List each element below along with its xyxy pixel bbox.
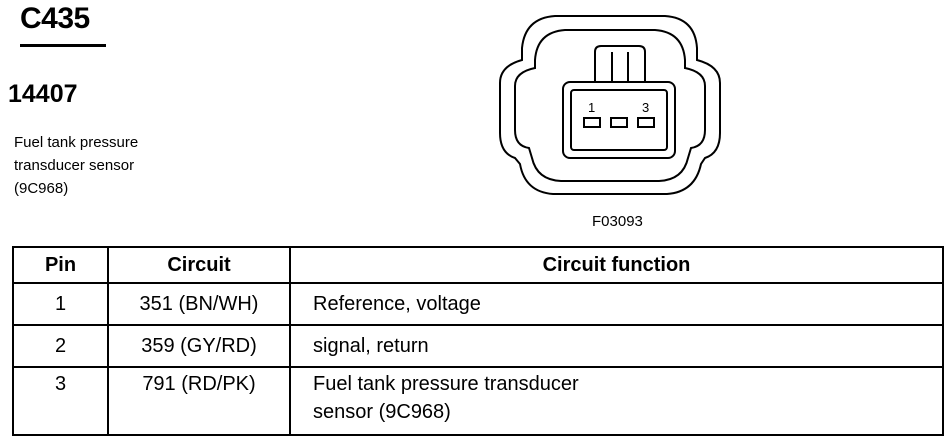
function-line: sensor (9C968) — [313, 401, 451, 423]
connector-id: C435 — [20, 2, 90, 35]
circuit-cell: 351 (BN/WH) — [107, 282, 291, 326]
part-number: 14407 — [8, 80, 78, 108]
component-description-line: (9C968) — [14, 180, 69, 197]
column-header-pin: Pin — [12, 246, 109, 284]
terminal-cavity-outer — [562, 81, 676, 159]
pin-cell: 2 — [12, 324, 109, 368]
table-header-row: Pin Circuit Circuit function — [12, 246, 944, 284]
circuit-cell: 791 (RD/PK) — [107, 366, 291, 436]
pin-cell: 1 — [12, 282, 109, 326]
connector-outer-shell — [499, 15, 721, 195]
component-description-line: Fuel tank pressure — [14, 134, 139, 151]
column-header-circuit: Circuit — [107, 246, 291, 284]
column-header-function: Circuit function — [289, 246, 944, 284]
table-row: 3 791 (RD/PK) Fuel tank pressure transdu… — [12, 366, 944, 436]
pin-cell: 3 — [12, 366, 109, 436]
function-line: signal, return — [313, 335, 429, 357]
locking-tab — [594, 45, 646, 82]
connector-id-underline — [20, 44, 106, 47]
pin-1-terminal — [583, 117, 601, 128]
pin-3-label: 3 — [642, 100, 649, 115]
pin-3-terminal — [637, 117, 655, 128]
table-row: 2 359 (GY/RD) signal, return — [12, 324, 944, 368]
function-cell: Reference, voltage — [289, 282, 944, 326]
pin-table: Pin Circuit Circuit function 1 351 (BN/W… — [12, 246, 944, 436]
circuit-cell: 359 (GY/RD) — [107, 324, 291, 368]
pin-1-label: 1 — [588, 100, 595, 115]
pin-2-terminal — [610, 117, 628, 128]
function-cell: Fuel tank pressure transducer sensor (9C… — [289, 366, 944, 436]
function-line: Fuel tank pressure transducer — [313, 373, 579, 395]
connector-inner-shell — [514, 29, 706, 182]
terminal-cavity-inner — [570, 89, 668, 151]
function-cell: signal, return — [289, 324, 944, 368]
connector-face-drawing: 1 3 — [499, 15, 721, 195]
figure-id: F03093 — [592, 213, 643, 230]
function-line: Reference, voltage — [313, 293, 481, 315]
component-description: Fuel tank pressure transducer sensor (9C… — [14, 131, 138, 200]
component-description-line: transducer sensor — [14, 157, 135, 174]
table-row: 1 351 (BN/WH) Reference, voltage — [12, 282, 944, 326]
